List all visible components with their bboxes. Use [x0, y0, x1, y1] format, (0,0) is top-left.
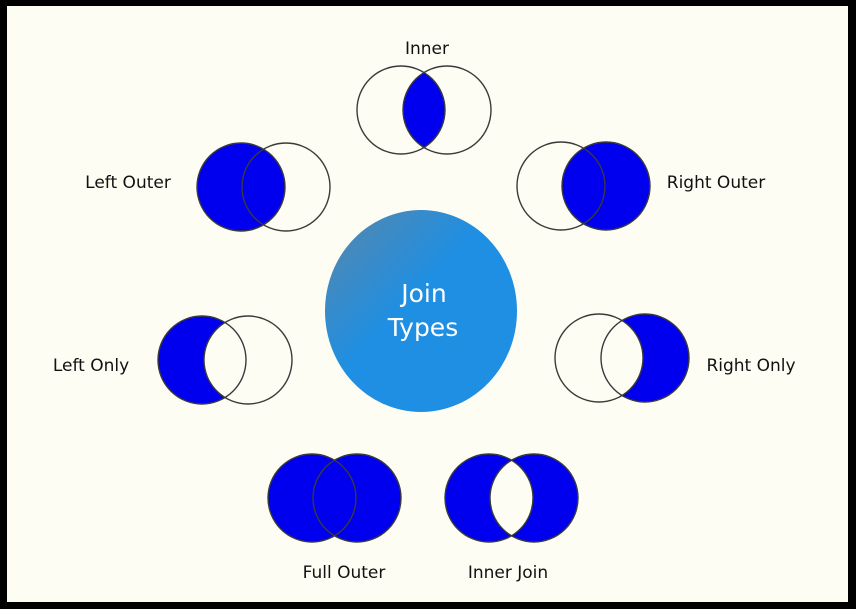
center-node: Join Types: [325, 210, 517, 412]
venn-cutout: [490, 454, 533, 542]
venn-left-circle: [554, 313, 644, 403]
label-inner: Inner: [405, 39, 449, 59]
venn-right-circle: [312, 453, 402, 543]
venn-left-circle: [157, 315, 247, 405]
center-circle: [325, 210, 517, 412]
venn-right-outer: [516, 141, 651, 231]
venn-right-circle: [241, 142, 331, 232]
venn-fill: [562, 142, 650, 230]
venn-right-circle: [489, 453, 579, 543]
label-right-only: Right Only: [706, 356, 795, 376]
label-full-outer: Full Outer: [303, 563, 386, 583]
venn-right-circle: [600, 313, 690, 403]
venn-right-only: [554, 313, 690, 403]
venn-left-only: [157, 315, 293, 405]
venn-cutout: [601, 314, 643, 402]
venn-fill: [313, 454, 401, 542]
venn-fill: [197, 143, 285, 231]
center-title-line2: Types: [387, 313, 458, 342]
venn-fill: [403, 66, 445, 154]
venn-right-circle: [203, 315, 293, 405]
venn-left-circle: [196, 142, 286, 232]
venn-inner-join: [444, 453, 579, 543]
venn-right-circle: [402, 65, 492, 155]
label-left-only: Left Only: [53, 356, 129, 376]
venn-cutout: [204, 316, 246, 404]
venn-left-outer: [196, 142, 331, 232]
venn-left-circle: [516, 141, 606, 231]
venn-inner: [356, 65, 492, 155]
center-title-line1: Join: [399, 279, 446, 308]
venn-full-outer: [267, 453, 402, 543]
venn-left-circle: [356, 65, 446, 155]
venn-left-circle: [444, 453, 534, 543]
venn-left-circle: [267, 453, 357, 543]
label-left-outer: Left Outer: [85, 173, 171, 193]
label-right-outer: Right Outer: [667, 173, 765, 193]
label-inner-join: Inner Join: [468, 563, 548, 583]
venn-right-circle: [561, 141, 651, 231]
